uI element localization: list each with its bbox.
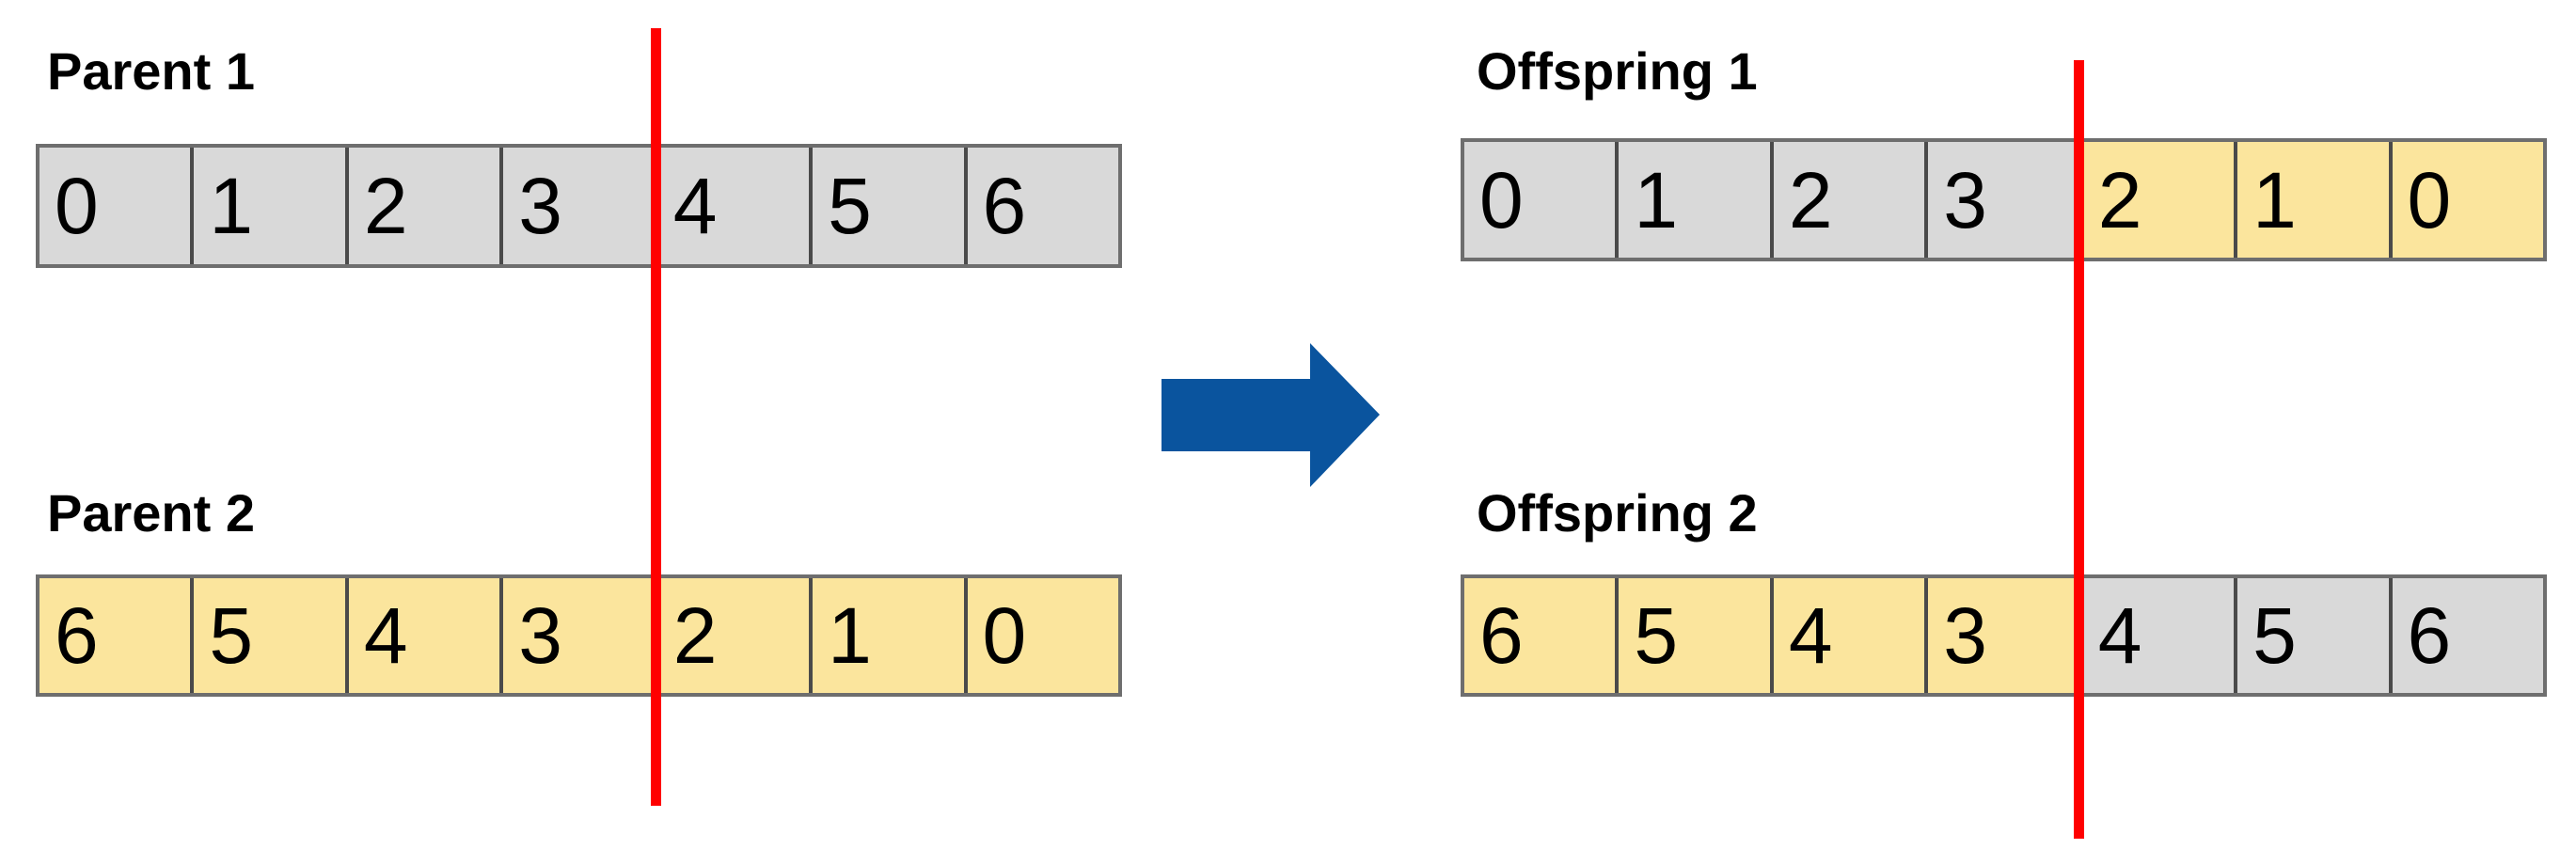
gene-cell-parent-2-0: 6 — [40, 578, 195, 693]
gene-cell-parent-1-5: 5 — [813, 148, 968, 264]
offspring-2-label: Offspring 2 — [1477, 483, 1758, 543]
gene-cell-parent-1-3: 3 — [503, 148, 658, 264]
gene-cell-offspring-2-6: 6 — [2392, 578, 2543, 693]
gene-cell-offspring-2-2: 4 — [1773, 578, 1929, 693]
gene-cell-offspring-2-0: 6 — [1464, 578, 1620, 693]
gene-cell-offspring-1-0: 0 — [1464, 142, 1620, 258]
gene-cell-offspring-1-4: 2 — [2082, 142, 2238, 258]
gene-cell-parent-1-2: 2 — [348, 148, 504, 264]
gene-cell-parent-2-1: 5 — [194, 578, 349, 693]
gene-cell-offspring-2-3: 3 — [1928, 578, 2083, 693]
right-arrow-icon — [1162, 343, 1380, 487]
gene-cell-offspring-2-4: 4 — [2082, 578, 2238, 693]
transform-arrow — [1162, 343, 1380, 487]
gene-cell-offspring-1-1: 1 — [1619, 142, 1774, 258]
gene-cell-offspring-1-5: 1 — [2237, 142, 2393, 258]
offspring-1-label: Offspring 1 — [1477, 41, 1758, 101]
gene-cell-parent-1-6: 6 — [967, 148, 1118, 264]
gene-cell-parent-2-4: 2 — [657, 578, 814, 693]
gene-cell-offspring-2-1: 5 — [1619, 578, 1774, 693]
gene-cell-parent-2-3: 3 — [503, 578, 658, 693]
parent-1-label: Parent 1 — [47, 41, 255, 101]
gene-cell-offspring-1-6: 0 — [2392, 142, 2543, 258]
gene-cell-parent-1-4: 4 — [657, 148, 814, 264]
gene-cell-offspring-1-2: 2 — [1773, 142, 1929, 258]
gene-cell-parent-2-5: 1 — [813, 578, 968, 693]
gene-cell-parent-2-2: 4 — [348, 578, 504, 693]
gene-cell-parent-2-6: 0 — [967, 578, 1118, 693]
gene-cell-parent-1-1: 1 — [194, 148, 349, 264]
gene-cell-parent-1-0: 0 — [40, 148, 195, 264]
offspring-crossover-line — [2074, 60, 2084, 839]
parent-2-label: Parent 2 — [47, 483, 255, 543]
parents-crossover-line — [651, 28, 661, 806]
gene-cell-offspring-1-3: 3 — [1928, 142, 2083, 258]
gene-cell-offspring-2-5: 5 — [2237, 578, 2393, 693]
